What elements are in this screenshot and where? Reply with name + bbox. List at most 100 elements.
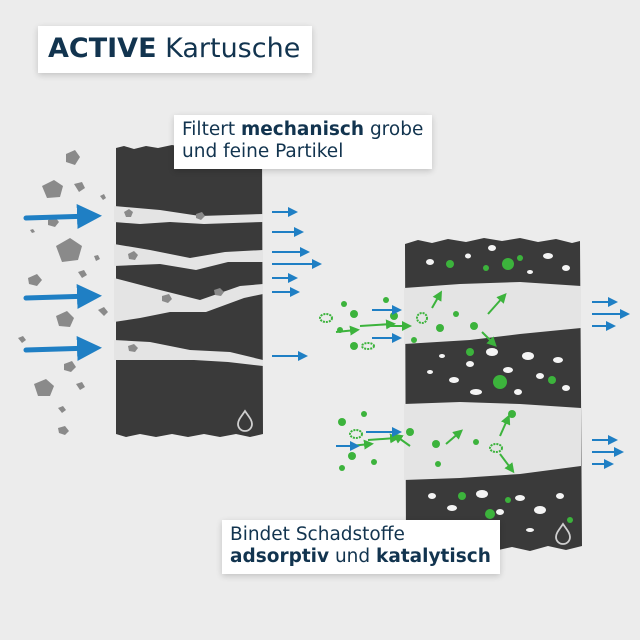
particle [66, 150, 80, 165]
trapped-particle [128, 251, 138, 260]
pollutant-particle [341, 301, 347, 307]
adsorbed-pollutant [458, 492, 466, 500]
adsorbed-pollutant [505, 497, 511, 503]
mech-line1-post: grobe [364, 119, 424, 140]
mech-line1-bold: mechanisch [240, 119, 365, 140]
pollutant-arrow [481, 331, 497, 347]
title-label: ACTIVE Kartusche [38, 26, 313, 74]
particle [56, 311, 74, 327]
pollutant-arrow [392, 433, 411, 447]
pollutant-particle [453, 311, 459, 317]
pollutant-particle [473, 439, 479, 445]
pores [426, 245, 570, 532]
pore [556, 493, 564, 499]
pore [562, 385, 570, 391]
pollutant-particle [416, 312, 428, 324]
pollutant-particle [436, 324, 444, 332]
water-drop-icon [237, 409, 253, 432]
particle [94, 255, 100, 261]
adsorbed-pollutant [567, 517, 573, 523]
particle [30, 229, 35, 233]
mechanical-filter-crack [114, 244, 263, 270]
pollutant-particle [432, 440, 440, 448]
pollutant-arrow [499, 414, 511, 437]
pollutant-particle [390, 312, 398, 320]
pore [526, 528, 534, 532]
pollutant-arrow [487, 293, 507, 315]
pore [527, 270, 533, 274]
pollutant-particle [489, 443, 503, 453]
adsorptive-filter-band [404, 402, 581, 480]
pore [503, 367, 513, 373]
pore [439, 354, 445, 358]
coarse-particles [18, 150, 108, 435]
mechanical-filter-crack [114, 278, 263, 322]
pore [514, 389, 522, 395]
pore [515, 495, 525, 501]
particle [56, 238, 82, 262]
mechanical-filter-crack [114, 340, 263, 366]
adsorbed-pollutant [466, 348, 474, 356]
mech-line2: und feine Partikel [182, 141, 344, 163]
particle [64, 361, 76, 372]
title-bold: ACTIVE [48, 33, 157, 64]
pollutant-particle [348, 452, 356, 460]
trapped-particle [128, 344, 138, 352]
pollutant-particle [470, 322, 478, 330]
pore [553, 357, 563, 363]
pollutant-particle [350, 342, 358, 350]
inflow-arrows-right [336, 305, 402, 451]
adsorbed-pollutant [502, 258, 514, 270]
pore [522, 352, 534, 360]
adsorbed-pollutant [485, 509, 495, 519]
particle [18, 336, 26, 343]
pore [426, 259, 434, 265]
inflow-arrow [23, 335, 102, 361]
pollutant-particle [319, 313, 333, 323]
ads-line2-mid: und [329, 546, 377, 568]
pore [488, 245, 496, 251]
adsorbed-pollutant [548, 376, 556, 384]
particle [34, 379, 54, 396]
adsorbed-pollutant [446, 260, 454, 268]
trapped-particle [162, 294, 172, 303]
mech-line1-pre: Filtert [182, 119, 241, 140]
pollutant-particle [371, 459, 377, 465]
inflow-arrows [23, 203, 102, 361]
pore [449, 377, 459, 383]
ads-line2-bold1: adsorptiv [230, 546, 330, 568]
mechanical-filter-label: Filtert mechanisch grobe und feine Parti… [174, 115, 433, 170]
pore [534, 506, 546, 514]
pore [476, 490, 488, 498]
particle [74, 182, 85, 192]
pore [447, 505, 457, 511]
pollutant-particle [383, 297, 389, 303]
pollutant-arrow [335, 325, 360, 336]
pore [536, 373, 544, 379]
particle [100, 194, 106, 200]
pollutant-particle [350, 310, 358, 318]
particle [98, 307, 108, 316]
trapped-particle [214, 288, 224, 296]
pollutant-particle [349, 429, 363, 439]
pore [470, 389, 482, 395]
outflow-arrows-left [272, 207, 322, 361]
mechanical-filter [114, 145, 263, 437]
pore [465, 253, 471, 259]
particle [58, 426, 69, 435]
trapped-particle [124, 209, 133, 217]
pollutant-arrow [445, 429, 464, 445]
particle [42, 180, 63, 198]
pollutant-particle [435, 461, 441, 467]
inflow-arrow [23, 283, 102, 309]
pore [427, 370, 433, 374]
particle [76, 382, 85, 390]
pollutant-particle [411, 337, 417, 343]
pore [496, 509, 504, 515]
ads-line1: Bindet Schadstoffe [230, 524, 405, 545]
pore [428, 493, 436, 499]
pollutant-arrow [359, 319, 396, 330]
pollutant-particle [338, 418, 346, 426]
water-drop-icon [555, 522, 571, 545]
